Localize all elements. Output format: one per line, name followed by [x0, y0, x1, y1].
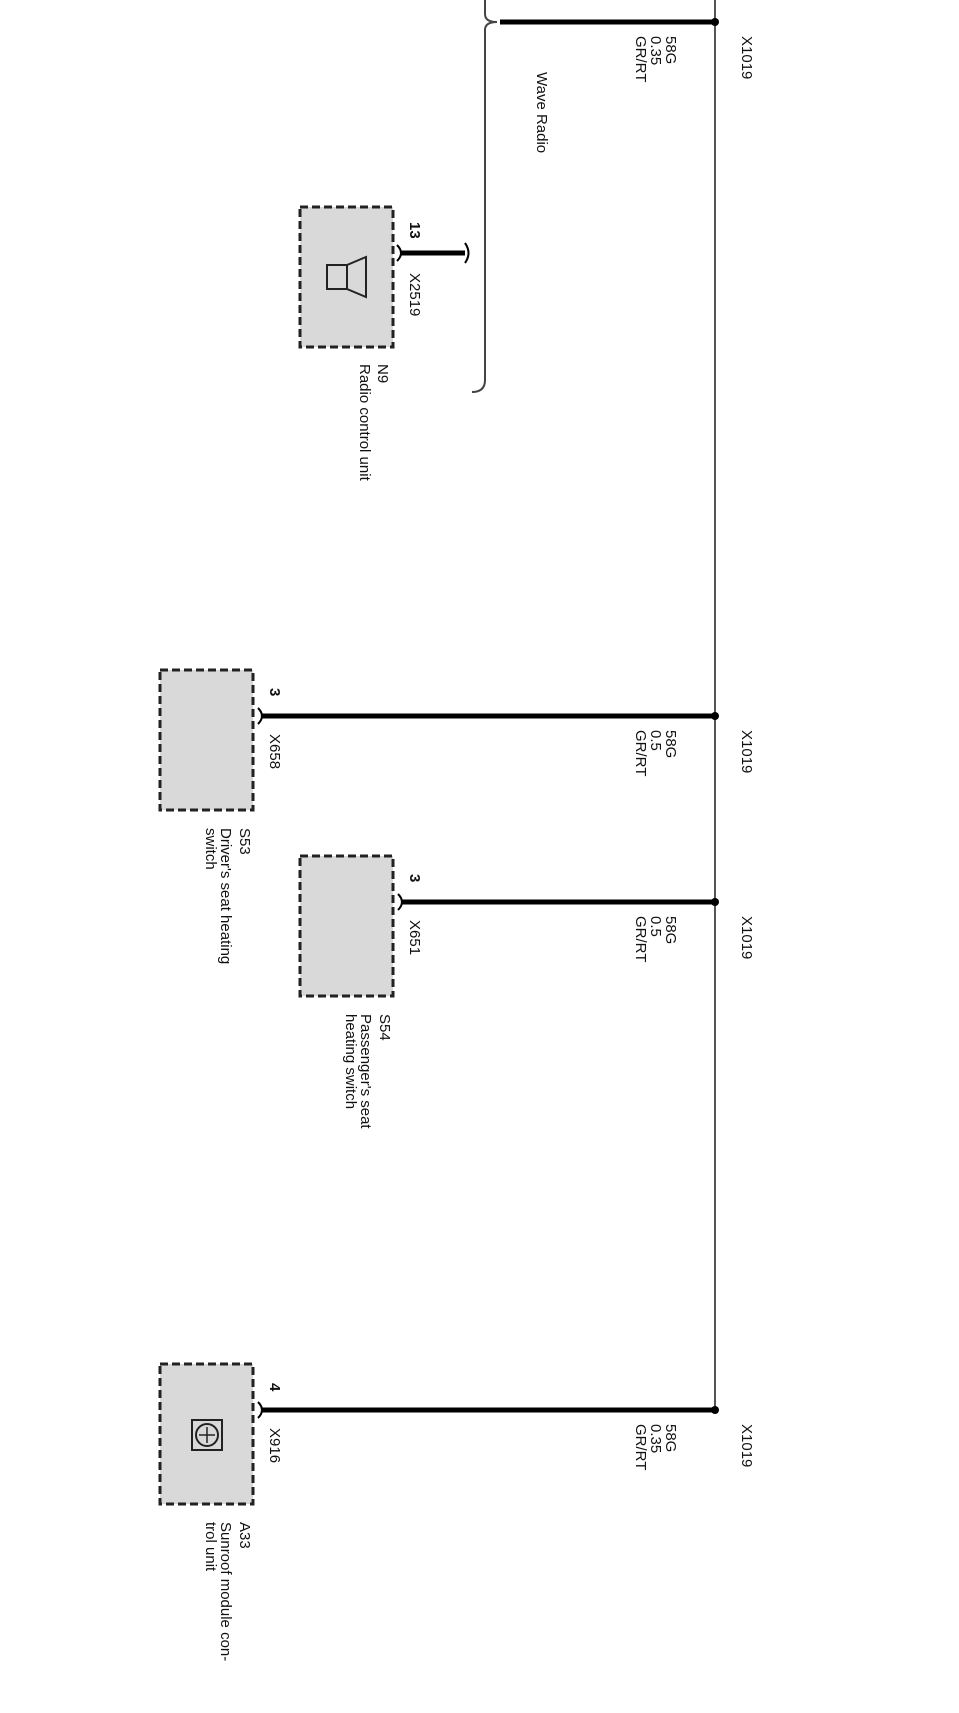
motor-icon — [191, 1419, 223, 1451]
s53-code-label: S53 — [236, 828, 253, 855]
color-code-label-top: GR/RT — [632, 36, 649, 83]
connector-label-s53: X1019 — [738, 730, 755, 774]
gauge-label-top: 0.35 — [647, 36, 664, 66]
signal-label-top: 58G — [662, 36, 679, 65]
s54-connector-label: X651 — [406, 920, 423, 956]
a33-pin-label: 4 — [266, 1383, 283, 1392]
connector-label-s54: X1019 — [738, 916, 755, 960]
a33-code-label: A33 — [236, 1522, 253, 1549]
s53-name-label: Driver's seat heating switch — [202, 828, 234, 965]
a33-connector-hook — [257, 1401, 263, 1419]
s53-connector-label: X658 — [266, 734, 283, 770]
gauge-label-a33: 0.35 — [647, 1424, 664, 1454]
splice-dot-a33 — [711, 1406, 719, 1414]
color-code-label-a33: GR/RT — [632, 1424, 649, 1471]
s54-code-label: S54 — [376, 1014, 393, 1041]
s53-box[interactable] — [158, 668, 255, 812]
speaker-icon — [326, 255, 367, 299]
n9-pin-label: 13 — [406, 222, 423, 239]
n9-connector-label: X2519 — [406, 273, 423, 317]
n9-code-label: N9 — [374, 364, 391, 384]
splice-dot-s53 — [711, 712, 719, 720]
n9-wire-end-hook — [464, 242, 470, 264]
s54-box[interactable] — [298, 854, 395, 998]
wave-radio-label: Wave Radio — [533, 72, 550, 154]
signal-label-a33: 58G — [662, 1424, 679, 1453]
gauge-label-s54: 0.5 — [647, 916, 664, 937]
gauge-label-s53: 0.5 — [647, 730, 664, 751]
splice-dot-top — [711, 18, 719, 26]
a33-connector-label: X916 — [266, 1428, 283, 1464]
s54-connector-hook — [397, 893, 403, 911]
s54-name-label: Passenger's seat heating switch — [342, 1014, 374, 1129]
color-code-label-s53: GR/RT — [632, 730, 649, 777]
wave-radio-bracket — [471, 0, 498, 393]
n9-name-label: Radio control unit — [356, 364, 373, 481]
connector-label-top: X1019 — [738, 36, 755, 80]
color-code-label-s54: GR/RT — [632, 916, 649, 963]
signal-label-s54: 58G — [662, 916, 679, 945]
n9-connector-hook — [396, 244, 402, 262]
signal-label-s53: 58G — [662, 730, 679, 759]
s53-connector-hook — [257, 707, 263, 725]
s53-pin-label: 3 — [266, 688, 283, 697]
splice-dot-s54 — [711, 898, 719, 906]
a33-name-label: Sunroof module con- trol unit — [202, 1522, 234, 1662]
s54-pin-label: 3 — [406, 874, 423, 883]
connector-label-a33: X1019 — [738, 1424, 755, 1468]
